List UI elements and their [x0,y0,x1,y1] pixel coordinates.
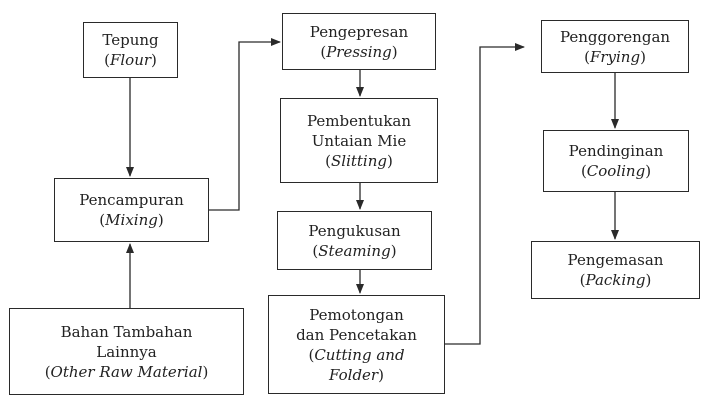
cooling-label: Pendinginan [568,142,664,160]
cutting-label-en-line2: Folder [329,365,379,384]
cutting-box: Pemotongan dan Pencetakan (Cutting and F… [268,295,445,394]
frying-box: Penggorengan (Frying) [541,20,689,73]
steaming-box: Pengukusan (Steaming) [277,211,432,270]
flour-label: Tepung [102,31,159,49]
slitting-label-en: Slitting [331,151,387,170]
steaming-label-en: Steaming [318,241,391,260]
cooling-label-en: Cooling [586,162,646,180]
cutting-label-line1: Pemotongan [309,305,404,324]
arrow-mixing-to-pressing [209,38,281,211]
packing-box: Pengemasan (Packing) [531,241,700,299]
flour-label-en: Flour [109,51,152,69]
other-material-box: Bahan Tambahan Lainnya (Other Raw Materi… [9,308,244,395]
mixing-box: Pencampuran (Mixing) [54,178,209,242]
slitting-label-line2: Untaian Mie [311,131,407,150]
cutting-label-en-line1: Cutting and [314,345,405,364]
other-material-label-line2: Lainnya [96,342,157,361]
packing-label: Pengemasan [567,251,664,269]
frying-label-en: Frying [589,47,641,66]
packing-label-en: Packing [585,271,646,289]
cooling-box: Pendinginan (Cooling) [543,130,689,192]
other-material-label-line1: Bahan Tambahan [60,322,193,341]
slitting-box: Pembentukan Untaian Mie (Slitting) [280,98,438,183]
mixing-label: Pencampuran [79,191,184,209]
mixing-label-en: Mixing [105,211,158,229]
pressing-label: Pengepresan [309,22,409,41]
cutting-label-line2: dan Pencetakan [296,325,417,344]
pressing-label-en: Pressing [326,42,392,61]
pressing-box: Pengepresan (Pressing) [282,13,436,70]
flour-box: Tepung (Flour) [83,22,178,78]
slitting-label-line1: Pembentukan [306,111,412,130]
other-material-label-en: Other Raw Material [50,362,203,381]
steaming-label: Pengukusan [308,221,401,240]
arrow-cutting-to-frying [445,43,525,345]
frying-label: Penggorengan [559,27,671,46]
